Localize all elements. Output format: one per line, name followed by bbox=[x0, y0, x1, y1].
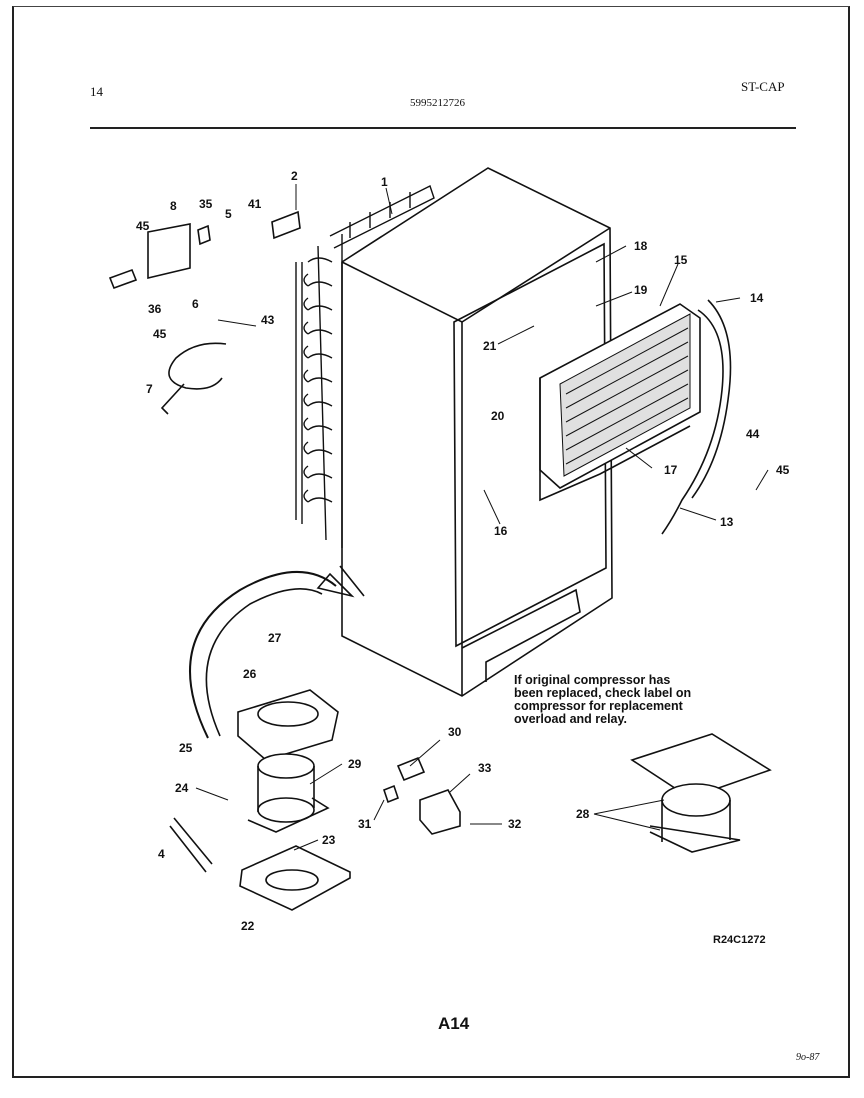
callout-35: 35 bbox=[199, 197, 213, 211]
part-8-bracket bbox=[147, 223, 191, 280]
callout-33: 33 bbox=[478, 761, 492, 775]
callout-26: 26 bbox=[243, 667, 257, 681]
page-border bbox=[12, 6, 850, 1078]
callout-22: 22 bbox=[241, 919, 255, 933]
part-number: 5995212726 bbox=[410, 97, 465, 109]
callout-18: 18 bbox=[634, 239, 648, 253]
callout-19: 19 bbox=[634, 283, 648, 297]
callout-7: 7 bbox=[146, 382, 153, 396]
callout-24: 24 bbox=[175, 781, 189, 795]
callout-31: 31 bbox=[358, 817, 372, 831]
callout-45-top: 45 bbox=[136, 219, 150, 233]
callout-23: 23 bbox=[322, 833, 336, 847]
overload-30 bbox=[396, 756, 426, 782]
callout-2: 2 bbox=[291, 169, 298, 183]
callout-36: 36 bbox=[148, 302, 162, 316]
page-number: 14 bbox=[90, 84, 103, 99]
part-35 bbox=[197, 224, 211, 246]
callout-43: 43 bbox=[261, 313, 275, 327]
callout-20: 20 bbox=[491, 409, 505, 423]
page-label: A14 bbox=[438, 1014, 470, 1033]
part-36 bbox=[108, 268, 138, 290]
date-mark: 9o-87 bbox=[796, 1052, 820, 1063]
callout-21: 21 bbox=[483, 339, 497, 353]
note-line: been replaced, check label on bbox=[514, 686, 692, 700]
cabinet bbox=[341, 167, 613, 697]
note-line: compressor for replacement bbox=[514, 699, 683, 713]
header-rule bbox=[90, 127, 796, 129]
callout-28: 28 bbox=[576, 807, 590, 821]
relay-33 bbox=[419, 789, 461, 835]
callout-32: 32 bbox=[508, 817, 522, 831]
callout-44: 44 bbox=[746, 427, 760, 441]
callout-4: 4 bbox=[158, 847, 165, 861]
model-code: ST-CAP bbox=[741, 79, 785, 94]
callout-29: 29 bbox=[348, 757, 362, 771]
drier-4 bbox=[169, 817, 213, 873]
replacement-compressor bbox=[630, 733, 772, 853]
condenser-coil bbox=[295, 185, 435, 548]
evaporator bbox=[539, 299, 732, 535]
note-line: If original compressor has bbox=[514, 673, 671, 687]
reference-code: R24C1272 bbox=[713, 934, 766, 946]
callout-45-mid: 45 bbox=[153, 327, 167, 341]
note-line: overload and relay. bbox=[514, 712, 628, 726]
callout-1: 1 bbox=[381, 175, 388, 189]
power-cord-7 bbox=[168, 342, 227, 390]
callout-41: 41 bbox=[248, 197, 262, 211]
callout-14: 14 bbox=[750, 291, 764, 305]
callout-27: 27 bbox=[268, 631, 282, 645]
callout-15: 15 bbox=[674, 253, 688, 267]
part-2 bbox=[271, 210, 301, 240]
callout-17: 17 bbox=[664, 463, 678, 477]
callout-8: 8 bbox=[170, 199, 177, 213]
callout-13: 13 bbox=[720, 515, 734, 529]
part-31 bbox=[383, 784, 399, 804]
callout-30: 30 bbox=[448, 725, 462, 739]
callout-6: 6 bbox=[192, 297, 199, 311]
callout-45-right: 45 bbox=[776, 463, 790, 477]
callout-5: 5 bbox=[225, 207, 232, 221]
compressor-replacement-note: If original compressor has been replaced… bbox=[514, 674, 744, 726]
callout-25: 25 bbox=[179, 741, 193, 755]
compressor-assembly bbox=[169, 689, 351, 911]
callout-16: 16 bbox=[494, 524, 508, 538]
